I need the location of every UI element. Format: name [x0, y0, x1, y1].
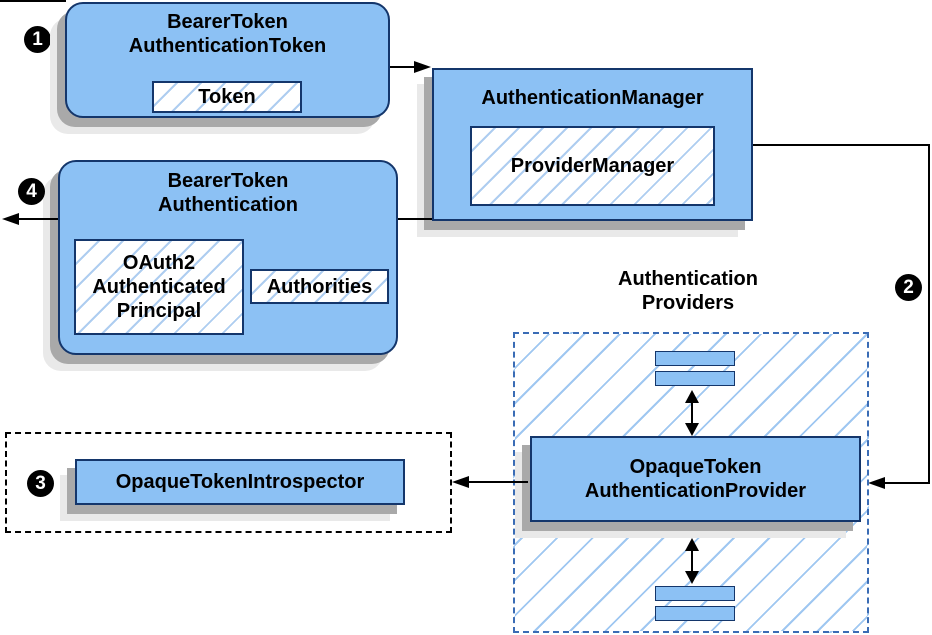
provider-stack-bar-3: [655, 586, 735, 601]
opaque-token-authentication-provider-box: OpaqueToken AuthenticationProvider: [530, 436, 861, 522]
provider-manager-chip: ProviderManager: [470, 126, 715, 206]
provider-stack-bar-2: [655, 371, 735, 386]
step-3-badge: 3: [27, 470, 54, 497]
authentication-providers-container: OpaqueToken AuthenticationProvider: [513, 332, 869, 633]
double-arrow-bottom-line: [691, 549, 693, 573]
flow-line-step2-top: [753, 144, 930, 146]
double-arrow-top-line: [691, 401, 693, 425]
opaque-token-introspector-title: OpaqueTokenIntrospector: [115, 471, 365, 493]
opaque-token-introspector-box: OpaqueTokenIntrospector: [75, 459, 405, 505]
step-1-badge: 1: [24, 26, 51, 53]
arrow-left-icon: [452, 476, 469, 488]
authentication-manager-title: AuthenticationManager: [481, 87, 704, 109]
flow-line-step2-bottom: [885, 482, 930, 484]
authorities-chip: Authorities: [250, 269, 389, 304]
provider-stack-bar-4: [655, 606, 735, 621]
oauth2-authenticated-principal-chip: OAuth2 Authenticated Principal: [74, 239, 244, 335]
authentication-manager-box: AuthenticationManager ProviderManager: [432, 68, 753, 221]
flow-line-result-out: [18, 218, 58, 220]
bearer-token-authentication-token-box: BearerToken AuthenticationToken Token: [65, 2, 390, 118]
bearer-token-authentication-box: BearerToken Authentication OAuth2 Authen…: [58, 160, 398, 355]
arrow-up-icon: [685, 538, 699, 551]
authentication-providers-label: Authentication Providers: [618, 268, 758, 314]
arrow-left-icon: [2, 213, 19, 225]
step-2-badge: 2: [895, 274, 922, 301]
bearer-token-authentication-title: BearerToken Authentication: [158, 170, 298, 216]
bearer-token-authentication-token-title: BearerToken AuthenticationToken: [128, 11, 327, 57]
flow-line-step2-vertical: [928, 144, 930, 484]
flow-line-manager-to-result: [398, 218, 432, 220]
arrow-right-icon: [414, 61, 431, 73]
arrow-down-icon: [685, 571, 699, 584]
flow-line-request-in: [0, 0, 66, 2]
arrow-left-icon: [868, 477, 885, 489]
provider-stack-bar-1: [655, 351, 735, 366]
step-4-badge: 4: [18, 178, 45, 205]
arrow-down-icon: [685, 423, 699, 436]
introspector-dashed-container: 3 OpaqueTokenIntrospector: [5, 432, 452, 533]
token-chip: Token: [152, 81, 302, 113]
flow-line-to-introspector: [469, 481, 528, 483]
arrow-up-icon: [685, 390, 699, 403]
flow-line-to-authentication-manager: [390, 66, 416, 68]
opaque-token-authentication-provider-title: OpaqueToken AuthenticationProvider: [584, 456, 807, 502]
